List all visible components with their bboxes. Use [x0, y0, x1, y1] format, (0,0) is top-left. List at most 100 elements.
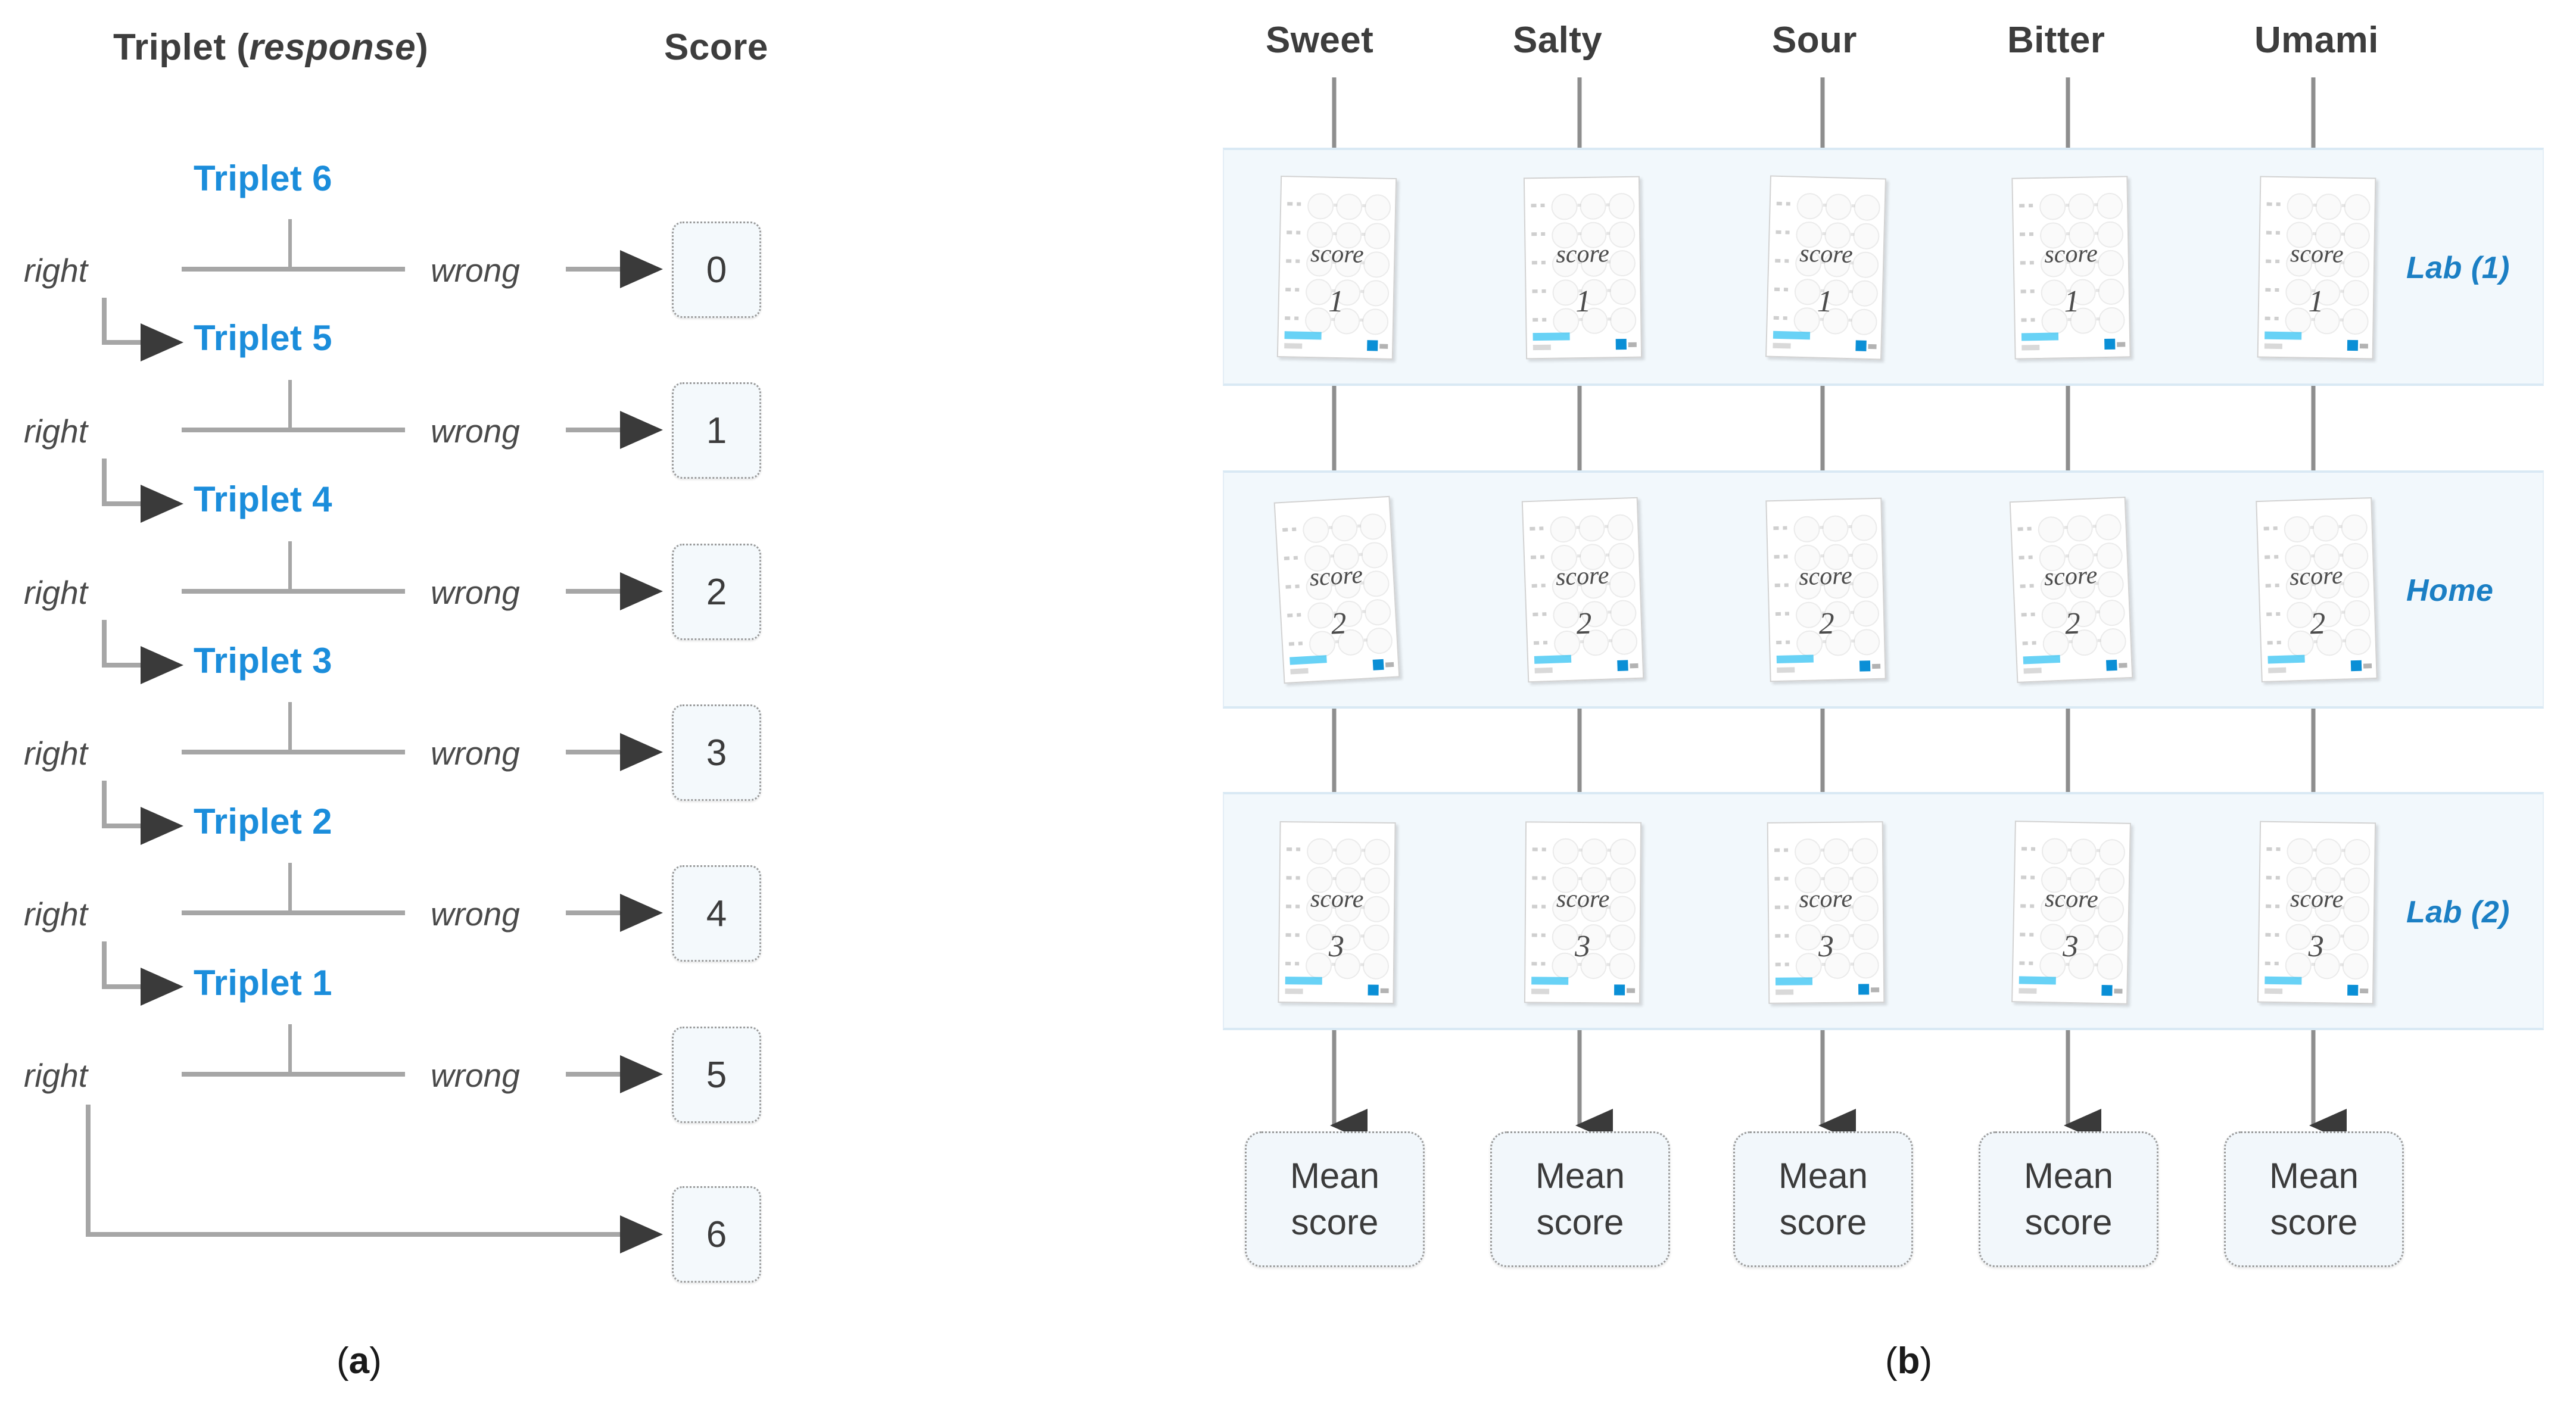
column-tick-mark: [1821, 849, 1825, 852]
column-tick-mark: [2311, 554, 2315, 558]
answer-bubble: [1580, 193, 1606, 220]
row-tick-mark: [1774, 848, 1780, 852]
row-tick-mark: [1292, 527, 1297, 532]
column-tick-mark: [1334, 203, 1338, 207]
column-tick-mark: [1607, 877, 1611, 881]
card-highlight-bar: [2264, 331, 2302, 340]
column-tick-mark: [1578, 848, 1583, 852]
column-tick-mark: [2092, 525, 2097, 528]
column-tick-mark: [2094, 553, 2098, 557]
answer-bubble: [1850, 514, 1878, 541]
mean-score-box-bitter: Mean score: [1979, 1131, 2158, 1267]
branch-label-right-6: right: [24, 252, 88, 289]
row-tick-mark: [2017, 527, 2023, 531]
answer-card-sweet-home: score 2: [1273, 495, 1400, 684]
row-tick-mark: [1774, 877, 1780, 881]
card-logo-icon: [1368, 984, 1379, 996]
column-tick-mark: [1329, 526, 1333, 529]
answer-bubble: [2315, 193, 2342, 220]
column-tick-mark: [1362, 849, 1366, 852]
card-highlight-bar: [1284, 331, 1322, 340]
answer-card-sour-lab1: score 1: [1765, 175, 1886, 360]
column-tick-mark: [1577, 554, 1581, 558]
branch-label-wrong-5: wrong: [431, 413, 520, 450]
card-highlight-bar: [1534, 654, 1572, 664]
column-tick-mark: [1605, 553, 1610, 557]
card-logo-icon: [1855, 340, 1867, 351]
score-box-6: 6: [672, 1186, 761, 1283]
column-tick-mark: [1820, 526, 1824, 529]
row-tick-mark: [1284, 556, 1290, 560]
branch-label-wrong-6: wrong: [431, 252, 520, 289]
column-tick-mark: [2341, 877, 2345, 881]
column-tick-mark: [2338, 525, 2343, 528]
answer-bubble: [1578, 514, 1606, 542]
column-tick-mark: [1361, 877, 1365, 881]
branch-label-wrong-1: wrong: [431, 1057, 520, 1094]
card-highlight-bar: [1776, 654, 1814, 664]
row-tick-mark: [1773, 526, 1779, 531]
answer-bubble: [1609, 838, 1636, 865]
column-tick-mark: [2096, 849, 2101, 852]
row-tick-mark: [2266, 202, 2272, 206]
row-tick-mark: [1541, 847, 1546, 852]
panel-a-header-triplet: Triplet (response): [113, 27, 429, 68]
card-logo-text: [2359, 344, 2369, 349]
card-footer-bar: [2021, 344, 2040, 351]
card-footer-bar: [1284, 343, 1303, 349]
column-tick-mark: [1849, 877, 1854, 880]
card-logo-icon: [2347, 339, 2359, 351]
row-tick-mark: [1783, 554, 1788, 559]
row-tick-mark: [1783, 526, 1787, 530]
card-footer-bar: [2264, 343, 2282, 350]
card-footer-bar: [1777, 667, 1795, 673]
column-tick-mark: [2067, 877, 2072, 880]
triplet-label-4: Triplet 4: [194, 479, 332, 519]
card-logo-text: [1379, 344, 1388, 349]
row-tick-mark: [2029, 204, 2033, 208]
column-header-salty: Salty: [1513, 20, 1603, 61]
row-tick-mark: [2021, 875, 2027, 880]
card-highlight-bar: [2023, 654, 2061, 665]
column-tick-mark: [2310, 526, 2314, 529]
row-tick-mark: [2266, 847, 2272, 851]
row-tick-mark: [2264, 555, 2270, 559]
card-highlight-bar: [1773, 330, 1811, 340]
column-tick-mark: [2066, 232, 2070, 236]
answer-card-salty-lab2: score 3: [1524, 821, 1642, 1004]
mean-score-box-salty: Mean score: [1490, 1131, 1670, 1267]
card-logo-icon: [1617, 660, 1628, 672]
answer-bubble: [1796, 192, 1824, 220]
score-box-2: 2: [672, 544, 761, 640]
column-tick-mark: [1578, 232, 1582, 236]
column-tick-mark: [1823, 203, 1827, 207]
card-logo-icon: [1615, 338, 1627, 350]
card-logo-icon: [1858, 984, 1870, 995]
answer-card-umami-lab1: score 1: [2257, 176, 2376, 360]
row-tick-mark: [1541, 876, 1546, 880]
triplet-label-5: Triplet 5: [194, 318, 332, 358]
answer-bubble: [2287, 838, 2313, 865]
answer-bubble: [2039, 194, 2066, 220]
answer-bubble: [1306, 838, 1334, 865]
answer-bubble: [1335, 193, 1363, 220]
triplet-label-6: Triplet 6: [194, 158, 332, 198]
card-logo-text: [1868, 344, 1877, 350]
row-tick-mark: [2266, 230, 2272, 235]
answer-bubble: [1364, 194, 1391, 221]
column-tick-mark: [2341, 232, 2345, 236]
row-tick-mark: [2021, 847, 2027, 851]
card-highlight-bar: [2264, 976, 2302, 985]
card-logo-text: [1872, 663, 1881, 669]
row-tick-mark: [2030, 875, 2035, 880]
column-tick-mark: [2340, 553, 2344, 557]
column-tick-mark: [2096, 877, 2100, 881]
card-footer-bar: [2023, 668, 2042, 674]
column-tick-mark: [1851, 233, 1855, 236]
card-logo-text: [1871, 987, 1880, 993]
score-box-1: 1: [672, 382, 761, 479]
column-tick-mark: [2065, 554, 2069, 558]
column-tick-mark: [1330, 554, 1334, 558]
answer-bubble: [2344, 838, 2371, 866]
answer-card-salty-home: score 2: [1521, 497, 1644, 683]
